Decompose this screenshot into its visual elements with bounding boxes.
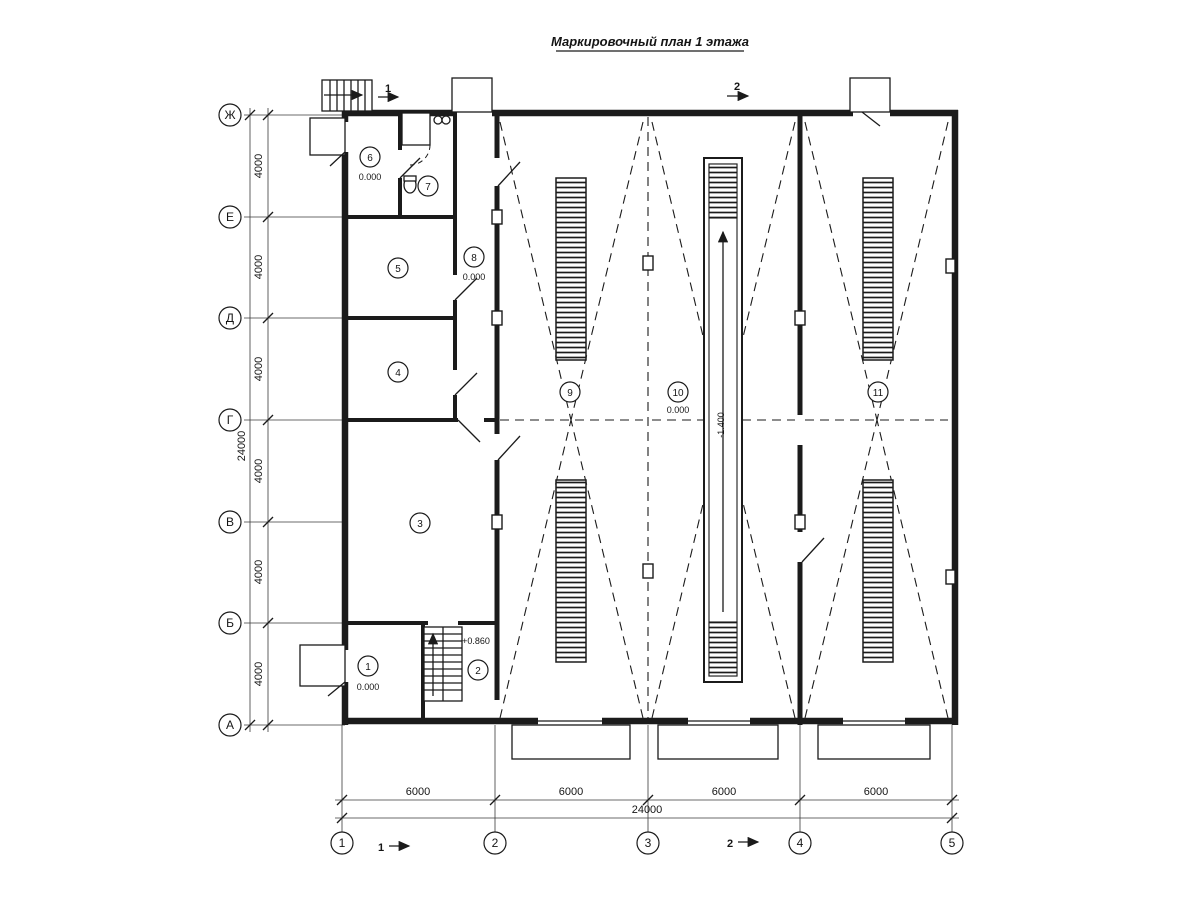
stair-elevation-label: +0.860 (462, 636, 490, 646)
axis-row-bubbles: Ж Е Д Г В Б А (218, 103, 242, 737)
dim-bottom-3: 6000 (864, 786, 888, 798)
room-label-2: 2 (475, 666, 481, 677)
partition-walls (345, 110, 497, 722)
axis-row-2: Д (226, 311, 234, 325)
axis-row-5: Б (226, 616, 234, 630)
axis-col-2: 3 (645, 836, 652, 850)
axis-col-bubbles: 1 2 3 4 5 (330, 831, 964, 855)
room-label-4: 4 (395, 368, 401, 379)
central-pit (703, 157, 743, 683)
axis-row-6: А (226, 718, 234, 732)
drawing-title: Маркировочный план 1 этажа (551, 34, 749, 49)
axis-row-4: В (226, 515, 234, 529)
room-label-1: 1 (365, 662, 371, 673)
dimension-texts: 4000 4000 4000 4000 4000 4000 24000 6000… (236, 154, 888, 816)
witness-lines (244, 114, 953, 832)
wc-details (401, 112, 451, 194)
dim-left-4: 4000 (253, 560, 265, 584)
bottom-door-openings (538, 716, 905, 726)
section-1-top-label: 1 (385, 83, 391, 95)
dim-left-0: 4000 (253, 154, 265, 178)
room-label-6: 6 (367, 153, 373, 164)
section-2-bottom-label: 2 (727, 838, 733, 850)
room-label-10: 10 (672, 388, 684, 399)
dim-bottom-0: 6000 (406, 786, 430, 798)
room-label-5: 5 (395, 264, 401, 275)
dim-bottom-2: 6000 (712, 786, 736, 798)
dim-bottom-1: 6000 (559, 786, 583, 798)
section-1-bottom-label: 1 (378, 842, 384, 854)
axis-row-0: Ж (224, 108, 235, 122)
room-label-8: 8 (471, 253, 477, 264)
room-6-elevation: 0.000 (359, 172, 382, 182)
exterior-attachments (299, 77, 931, 760)
room-8-elevation: 0.000 (463, 272, 486, 282)
wall-pilasters (491, 209, 956, 585)
room-bubbles: 1 0.000 2 3 4 5 6 0.000 7 8 0.000 9 10 0… (357, 146, 889, 692)
section-marks: 1 2 1 2 (378, 81, 760, 854)
room-label-3: 3 (417, 519, 423, 530)
room-10-elevation: 0.000 (667, 405, 690, 415)
door-leaves (399, 157, 825, 563)
room-label-9: 9 (567, 388, 573, 399)
dimension-lines (244, 108, 959, 824)
dim-bottom-total: 24000 (632, 804, 663, 816)
pit-elevation-label: -1.400 (716, 412, 726, 438)
room-label-7: 7 (425, 182, 431, 193)
axis-col-4: 5 (949, 836, 956, 850)
room-1-elevation: 0.000 (357, 682, 380, 692)
axis-col-0: 1 (339, 836, 346, 850)
axis-col-3: 4 (797, 836, 804, 850)
section-2-top-label: 2 (734, 81, 740, 93)
room-label-11: 11 (873, 388, 884, 399)
axis-row-1: Е (226, 210, 234, 224)
staircase-room2 (423, 626, 463, 702)
hall-tread-blocks (555, 177, 894, 663)
axis-col-1: 2 (492, 836, 499, 850)
dim-left-total: 24000 (236, 431, 248, 462)
dim-left-1: 4000 (253, 255, 265, 279)
dim-left-3: 4000 (253, 459, 265, 483)
dim-left-2: 4000 (253, 357, 265, 381)
dim-left-5: 4000 (253, 662, 265, 686)
axis-row-3: Г (227, 413, 234, 427)
